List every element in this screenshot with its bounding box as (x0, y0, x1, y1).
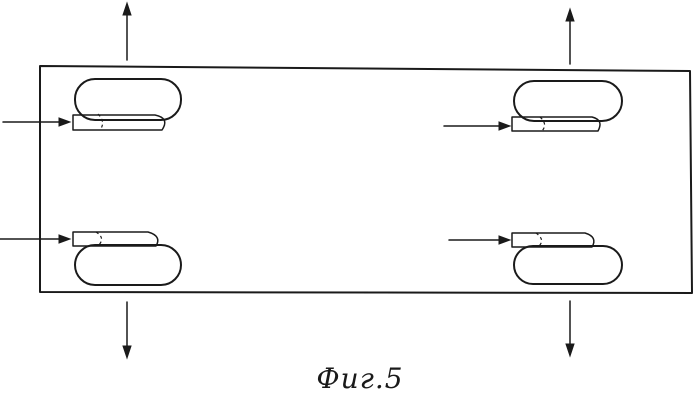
body-rectangle (40, 66, 692, 293)
rounded-chamber (75, 79, 181, 120)
rounded-chamber (514, 81, 622, 121)
inlet-channel (512, 233, 594, 247)
inlet-arrow-head (59, 235, 70, 243)
unit-bottom-right (449, 233, 622, 284)
outlet-arrow-bottom-left (123, 302, 131, 358)
hidden-edge (96, 232, 102, 246)
inlet-channel (73, 232, 158, 246)
inlet-arrow-head (499, 236, 510, 244)
outlet-arrow-bottom-right (566, 301, 574, 356)
figure-caption: Фиг.5 (300, 362, 420, 395)
inlet-arrow-head (499, 122, 510, 130)
rounded-chamber (514, 246, 622, 284)
unit-top-right (444, 81, 622, 131)
rounded-chamber (75, 245, 181, 285)
hidden-edge (98, 114, 103, 130)
hidden-edge (536, 233, 542, 247)
inlet-arrow-head (59, 118, 70, 126)
outlet-arrow-top-right (566, 9, 574, 64)
unit-top-left (3, 79, 181, 130)
hidden-edge (540, 117, 545, 131)
outlet-arrow-top-left (123, 3, 131, 60)
unit-bottom-left (0, 232, 181, 285)
